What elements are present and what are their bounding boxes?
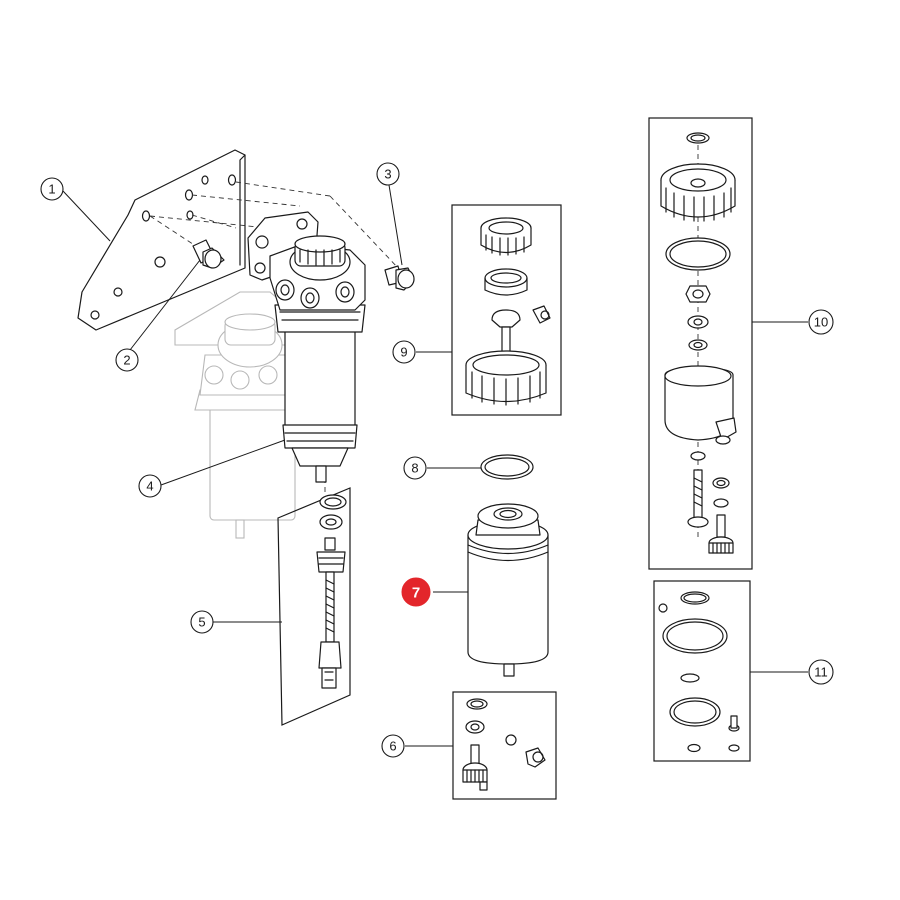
callout-3[interactable]: 3 [376,162,400,186]
callout-2-label: 2 [123,353,130,368]
callout-6[interactable]: 6 [381,734,405,758]
callout-1-label: 1 [48,182,55,197]
callout-2[interactable]: 2 [115,348,139,372]
callout-10[interactable]: 10 [808,309,834,335]
callout-8[interactable]: 8 [403,456,427,480]
ghost-filter-assembly [174,291,306,539]
filter-cartridge[interactable] [467,503,549,677]
fuel-filter-head-assembly[interactable] [247,211,366,483]
callout-7-highlighted[interactable]: 7 [401,577,431,607]
callout-3-label: 3 [384,167,391,182]
seal-kit[interactable] [653,580,751,762]
callout-9[interactable]: 9 [392,340,416,364]
callout-5[interactable]: 5 [190,610,214,634]
seal-ring[interactable] [480,454,534,480]
callout-7-label: 7 [412,585,420,602]
callout-1[interactable]: 1 [40,177,64,201]
callout-4[interactable]: 4 [138,474,162,498]
callout-6-label: 6 [389,739,396,754]
callout-9-label: 9 [400,345,407,360]
callout-4-label: 4 [146,479,153,494]
callout-11[interactable]: 11 [808,659,834,685]
bowl-sensor-kit[interactable] [648,117,753,570]
mounting-bracket[interactable] [77,149,246,331]
small-parts-kit[interactable] [452,691,557,800]
callout-10-label: 10 [814,315,828,330]
leader-lines [62,184,808,747]
callout-8-label: 8 [411,461,418,476]
callout-5-label: 5 [198,615,205,630]
bolt-2[interactable] [192,239,225,269]
drain-valve-kit[interactable] [277,487,351,726]
collar-kit[interactable] [451,204,562,416]
callout-11-label: 11 [814,665,828,680]
bolt-3[interactable] [384,265,415,291]
